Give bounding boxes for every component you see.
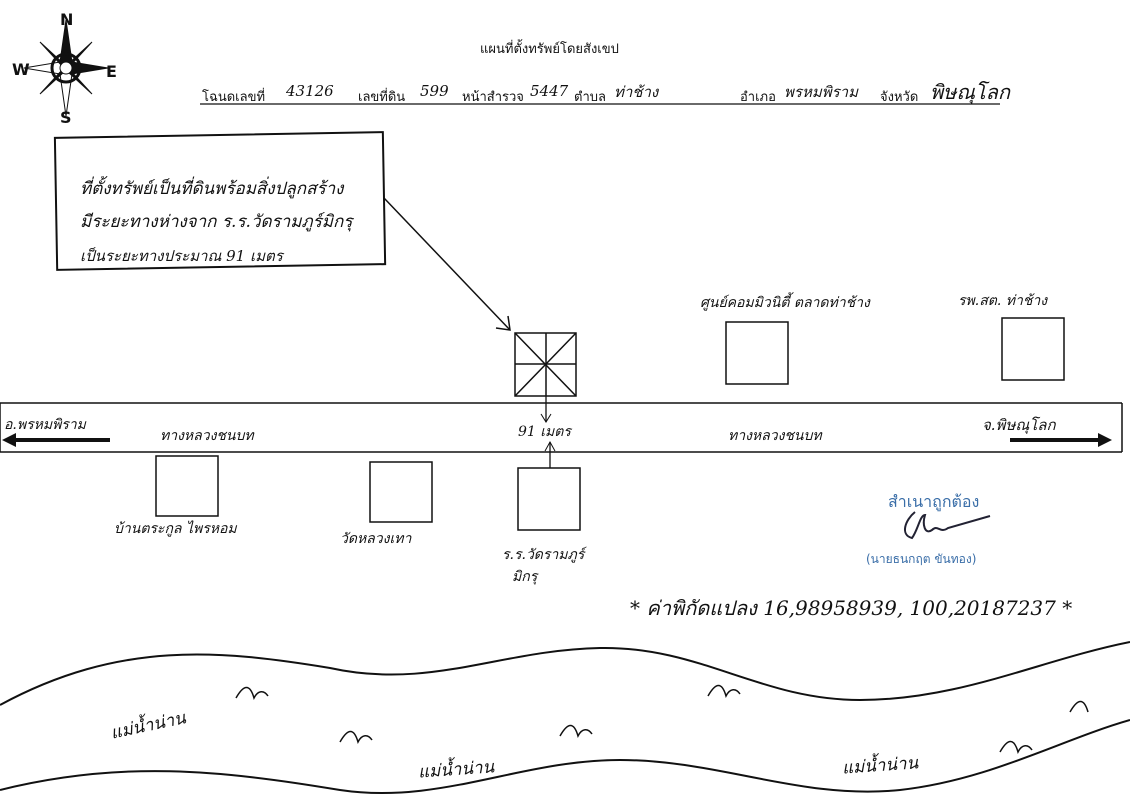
district-label: อำเภอ xyxy=(740,90,776,105)
school-label-line-2: มิกรุ xyxy=(512,569,538,585)
temple-building xyxy=(369,461,433,523)
temple-label: วัดหลวงเทา xyxy=(340,531,412,547)
compass-south-label: S xyxy=(60,108,72,127)
survey-value: 5447 xyxy=(530,82,569,100)
subject-parcel xyxy=(514,332,577,397)
certification-text: สำเนาถูกต้อง xyxy=(888,492,980,511)
compass-east-label: E xyxy=(106,62,117,81)
signature xyxy=(904,511,991,540)
road-name-right: ทางหลวงชนบท xyxy=(728,428,822,444)
river-bank-lower xyxy=(0,719,1130,794)
community-center-building xyxy=(725,321,789,385)
right-destination-label: จ.พิษณุโลก xyxy=(982,416,1056,434)
note-line-1: ที่ตั้งทรัพย์เป็นที่ดินพร้อมสิ่งปลูกสร้า… xyxy=(80,179,344,199)
deed-label: โฉนดเลขที่ xyxy=(202,90,266,105)
road-name-left: ทางหลวงชนบท xyxy=(160,428,254,444)
water-wave-marks xyxy=(235,684,1089,755)
coordinates-text: * ค่าพิกัดแปลง 16,98958939, 100,20187237… xyxy=(630,596,1073,620)
certifier-name: (นายธนกฤต ขันทอง) xyxy=(866,552,977,566)
river-bank-upper xyxy=(0,641,1130,706)
district-value: พรหมพิราม xyxy=(784,83,858,101)
compass-rose-icon xyxy=(23,19,109,117)
deed-value: 43126 xyxy=(286,82,334,100)
house-building xyxy=(155,455,219,517)
river-label-2: แม่น้ำน่าน xyxy=(417,757,495,783)
health-center-label: รพ.สต. ท่าช้าง xyxy=(958,293,1048,309)
community-center-label: ศูนย์คอมมิวนิตี้ ตลาดท่าช้าง xyxy=(700,295,870,311)
distance-label: 91 เมตร xyxy=(518,424,571,440)
note-line-3: เป็นระยะทางประมาณ 91 เมตร xyxy=(80,247,283,265)
subdistrict-value: ท่าช้าง xyxy=(614,83,659,101)
river-label-3: แม่น้ำน่าน xyxy=(841,753,919,779)
compass-north-label: N xyxy=(60,10,74,29)
province-label: จังหวัด xyxy=(880,90,919,105)
pointer-arrow xyxy=(383,197,511,331)
school-label-line-1: ร.ร.วัดรามภูร์ xyxy=(502,547,585,563)
house-label: บ้านตระกูล ไพรหอม xyxy=(114,521,237,537)
land-value: 599 xyxy=(420,82,449,100)
left-destination-label: อ.พรหมพิราม xyxy=(4,417,86,433)
compass-west-label: W xyxy=(12,60,30,79)
survey-label: หน้าสำรวจ xyxy=(462,90,524,105)
subdistrict-label: ตำบล xyxy=(574,90,606,105)
page-title: แผนที่ตั้งทรัพย์โดยสังเขป xyxy=(480,42,619,57)
province-value: พิษณุโลก xyxy=(930,80,1011,104)
health-center-building xyxy=(1001,317,1065,381)
road xyxy=(0,402,1123,453)
note-line-2: มีระยะทางห่างจาก ร.ร.วัดรามภูร์มิกรุ xyxy=(80,212,353,232)
land-label: เลขที่ดิน xyxy=(358,90,406,105)
school-building xyxy=(517,467,581,531)
